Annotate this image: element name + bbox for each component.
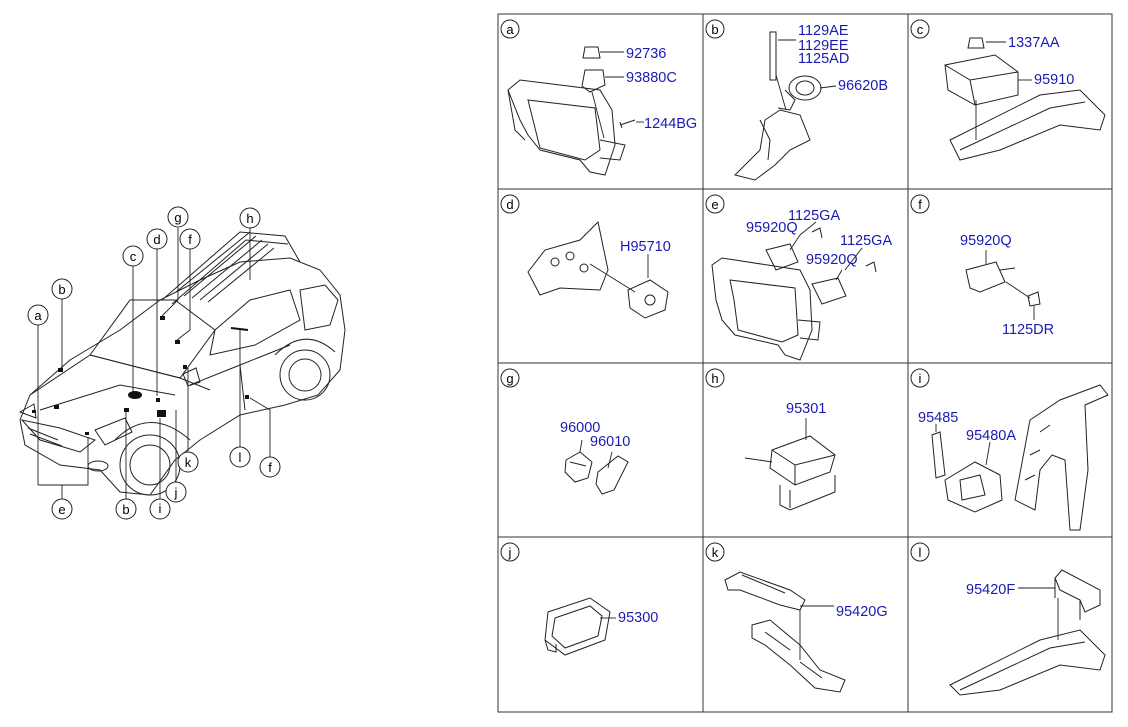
part-number-label: 95480A	[966, 428, 1016, 444]
cell-letter: i	[919, 371, 922, 386]
part-number-label: 1244BG	[644, 116, 697, 132]
cell-letter: c	[917, 22, 924, 37]
cell-letter: h	[711, 371, 718, 386]
cell-i-tag[interactable]: i	[910, 368, 930, 388]
cell-d: d H95710	[500, 194, 671, 319]
cell-letter: f	[918, 197, 922, 212]
cell-letter: a	[506, 22, 514, 37]
callout-label: f	[188, 232, 192, 247]
callout-label: i	[159, 501, 162, 516]
callout-k[interactable]: k	[177, 451, 199, 473]
cell-l: l 95420F	[910, 542, 1106, 696]
callout-label: c	[130, 249, 137, 264]
callout-j[interactable]: j	[165, 481, 187, 503]
cell-letter: b	[711, 22, 718, 37]
cell-g-tag[interactable]: g	[500, 368, 520, 388]
cell-letter: e	[711, 197, 718, 212]
callout-f[interactable]: f	[179, 228, 201, 250]
callout-label: j	[174, 485, 178, 500]
callout-label: d	[153, 232, 160, 247]
part-number-label: 1125GA	[788, 208, 840, 224]
callout-a[interactable]: a	[27, 304, 49, 326]
cell-a-tag[interactable]: a	[500, 19, 520, 39]
cell-b-tag[interactable]: b	[705, 19, 725, 39]
part-number-label: 96620B	[838, 78, 888, 94]
cell-l-tag[interactable]: l	[910, 542, 930, 562]
part-number-label: 95420F	[966, 582, 1015, 598]
cell-f: f 95920Q 1125DR	[910, 194, 1054, 338]
part-number-label: 96010	[590, 434, 630, 450]
callout-l[interactable]: l	[229, 446, 251, 468]
part-number-label: 95420G	[836, 604, 888, 620]
cell-i: i 95485 95480A	[910, 368, 1109, 531]
callout-label: g	[174, 210, 181, 225]
cell-c-tag[interactable]: c	[910, 19, 930, 39]
callout-e[interactable]: e	[51, 498, 73, 520]
callout-h[interactable]: h	[239, 207, 261, 229]
cell-j-tag[interactable]: j	[500, 542, 520, 562]
cell-f-tag[interactable]: f	[910, 194, 930, 214]
callout-label: l	[239, 450, 242, 465]
cell-h: h 95301	[705, 368, 836, 511]
callout-label: b	[58, 282, 65, 297]
parts-grid	[497, 13, 1113, 713]
part-number-label: 1125AD	[798, 51, 849, 67]
part-number-label: 95920Q	[746, 220, 798, 236]
callout-c[interactable]: c	[122, 245, 144, 267]
cell-g: g 96000 96010	[500, 368, 630, 495]
part-number-label: 95910	[1034, 72, 1074, 88]
callout-label: f	[268, 460, 272, 475]
vehicle-overview: a b c d g f h e b i j k l f	[18, 206, 346, 520]
part-number-label: 95920Q	[806, 252, 858, 268]
callout-label: k	[185, 455, 192, 470]
cell-letter: d	[506, 197, 513, 212]
callout-label: b	[122, 502, 129, 517]
cell-letter: k	[712, 545, 719, 560]
part-number-label: 96000	[560, 420, 600, 436]
part-number-label: 95300	[618, 610, 658, 626]
cell-k: k 95420G	[705, 542, 888, 693]
part-number-label: 1129AE	[798, 23, 849, 39]
callout-label: h	[246, 211, 253, 226]
callout-b[interactable]: b	[51, 278, 73, 300]
cell-letter: j	[508, 545, 512, 560]
cell-h-tag[interactable]: h	[705, 368, 725, 388]
part-number-label: 95920Q	[960, 233, 1012, 249]
cell-c: c 1337AA 95910	[910, 19, 1106, 161]
callout-g[interactable]: g	[167, 206, 189, 228]
cell-b: b 1129AE 1129EE 1125AD 96620B	[705, 19, 888, 181]
cell-j: j 95300	[500, 542, 658, 656]
cell-d-tag[interactable]: d	[500, 194, 520, 214]
part-number-label: 1337AA	[1008, 35, 1060, 51]
part-number-label: 93880C	[626, 70, 677, 86]
cell-e-tag[interactable]: e	[705, 194, 725, 214]
part-number-label: H95710	[620, 239, 671, 255]
cell-letter: g	[506, 371, 513, 386]
cell-letter: l	[919, 545, 922, 560]
callout-b-lower[interactable]: b	[115, 498, 137, 520]
part-number-label: 1125DR	[1002, 322, 1054, 338]
callout-d[interactable]: d	[146, 228, 168, 250]
part-number-label: 1125GA	[840, 233, 892, 249]
callout-i[interactable]: i	[149, 498, 171, 520]
part-number-label: 92736	[626, 46, 666, 62]
part-number-label: 1129EE	[798, 38, 849, 54]
cell-k-tag[interactable]: k	[705, 542, 725, 562]
part-number-label: 95485	[918, 410, 958, 426]
callout-label: e	[58, 502, 65, 517]
callout-f-lower[interactable]: f	[259, 456, 281, 478]
cell-a: a 92736 93880C 1244BG	[500, 19, 697, 176]
callout-label: a	[34, 308, 42, 323]
cell-e: e 1125GA 95920Q 1125GA 95920Q	[705, 194, 892, 361]
part-number-label: 95301	[786, 401, 826, 417]
